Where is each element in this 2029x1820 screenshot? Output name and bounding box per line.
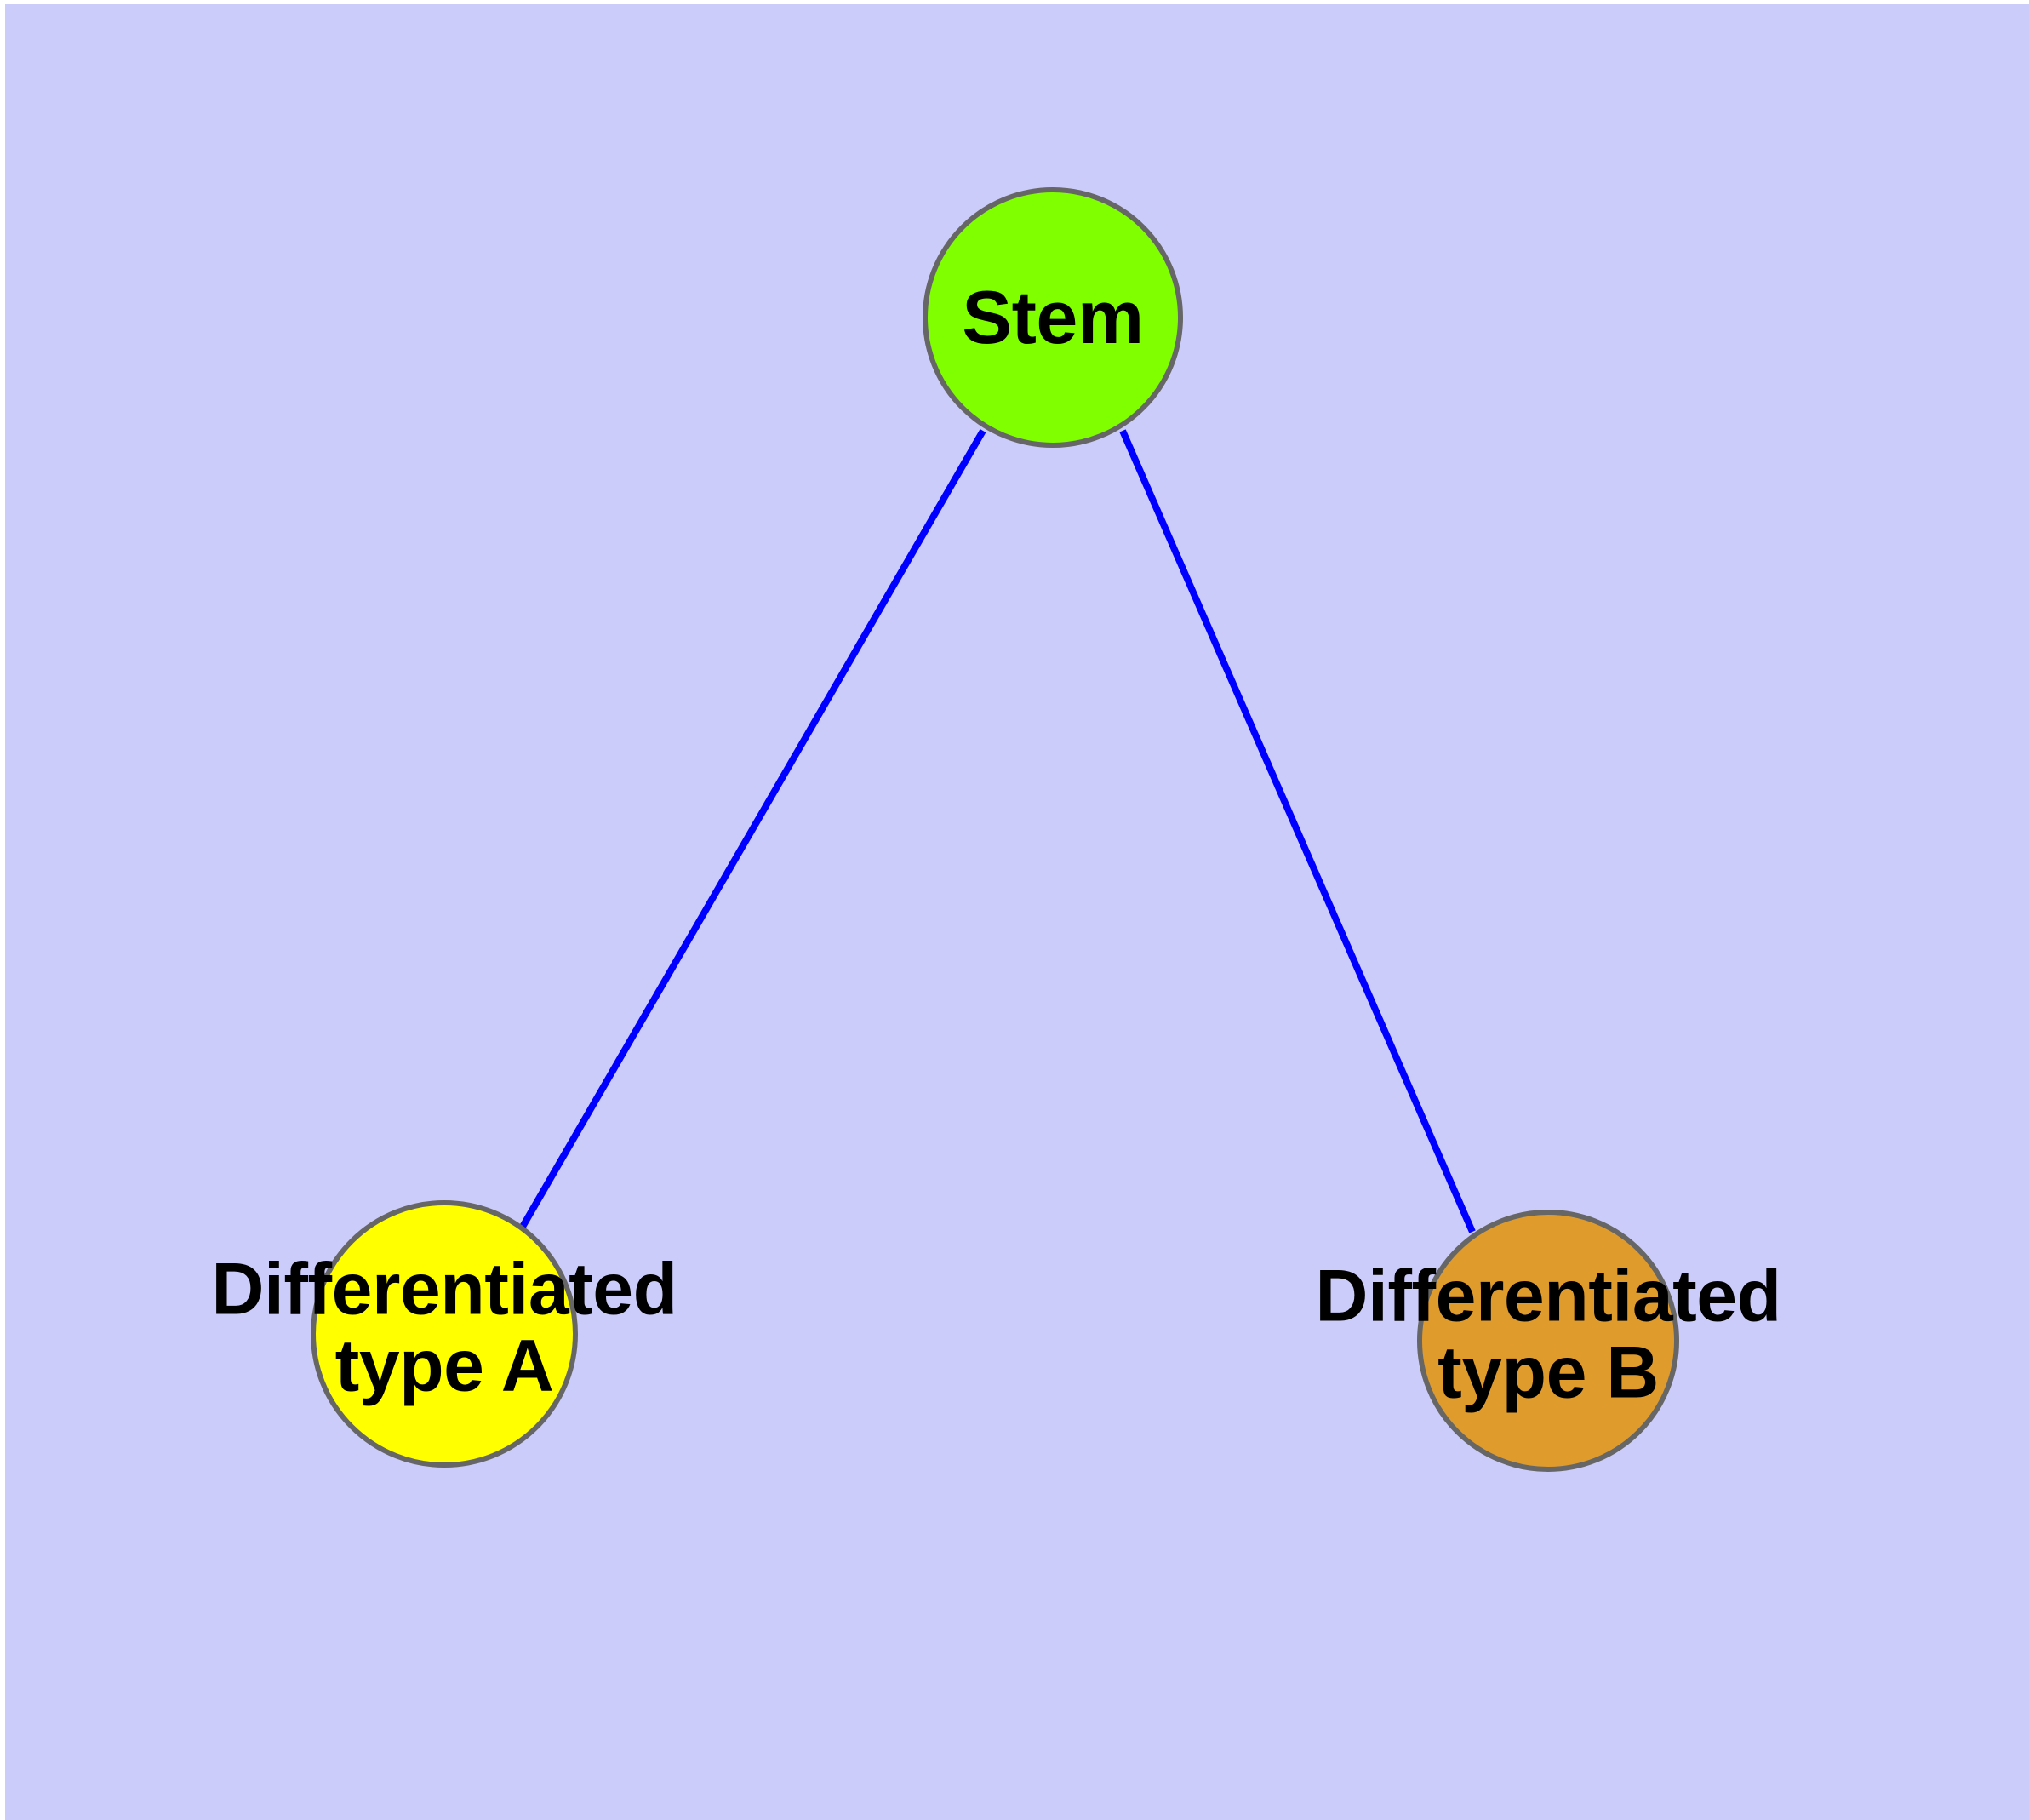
edge-stem-to-differentiated-type-b bbox=[1119, 429, 1476, 1233]
node-differentiated-type-a[interactable] bbox=[311, 1200, 578, 1468]
node-stem[interactable] bbox=[923, 187, 1183, 448]
edge-stem-to-differentiated-type-a bbox=[519, 428, 986, 1229]
nodes-layer bbox=[311, 187, 1679, 1472]
edges-layer bbox=[519, 428, 1476, 1233]
node-differentiated-type-b[interactable] bbox=[1417, 1210, 1679, 1472]
